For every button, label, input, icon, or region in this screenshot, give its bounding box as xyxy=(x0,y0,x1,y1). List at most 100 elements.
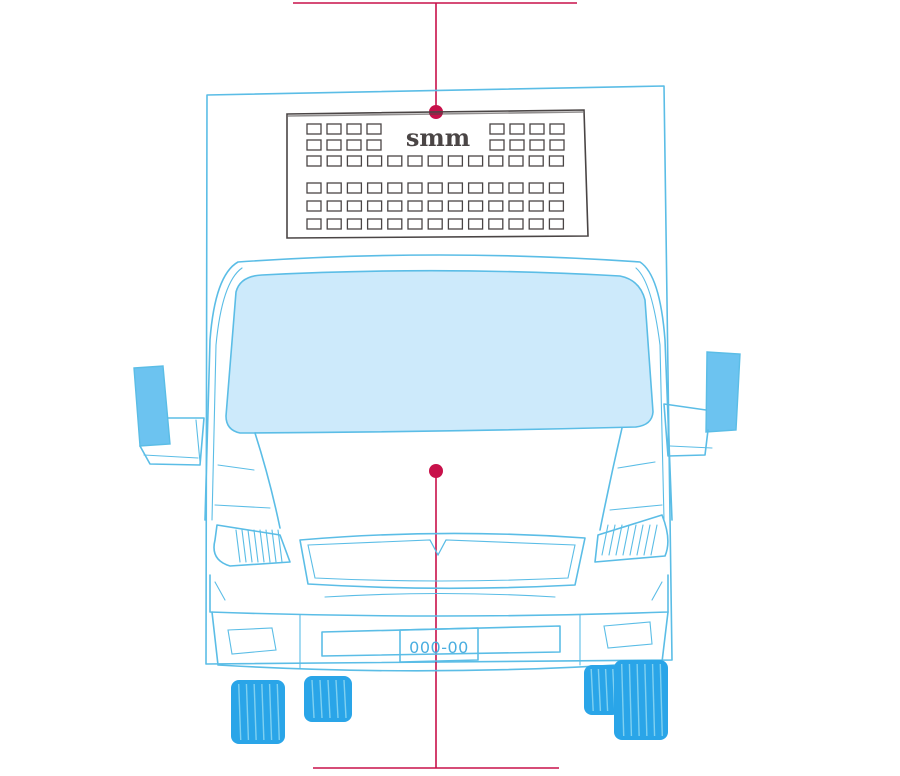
sign-cell xyxy=(447,218,464,230)
sign-cell xyxy=(489,123,505,135)
sign-cell xyxy=(467,200,484,212)
sign-cell xyxy=(509,123,525,135)
sign-cell xyxy=(508,182,524,194)
sign-cell xyxy=(427,200,443,212)
sign-cell xyxy=(346,200,363,212)
tread-line xyxy=(261,683,265,741)
sign-cell xyxy=(387,182,403,194)
tread-line xyxy=(604,668,609,712)
sign-cell xyxy=(306,155,322,167)
grille xyxy=(299,532,586,590)
wheel-rear-left xyxy=(304,676,352,722)
sign-cell xyxy=(366,182,383,194)
sign-cell xyxy=(528,155,544,167)
wheel-front-left xyxy=(231,680,285,744)
tread-line xyxy=(319,679,323,719)
sign-cell xyxy=(508,218,524,230)
sign-cell xyxy=(346,123,362,135)
sign-cell xyxy=(488,218,504,230)
sign-cell xyxy=(326,200,342,212)
sign-cell xyxy=(346,139,362,151)
sign-cell xyxy=(306,139,322,151)
sign-cell xyxy=(346,155,363,167)
sign-cell xyxy=(346,218,363,230)
sign-cell xyxy=(549,139,565,151)
sign-cell xyxy=(427,182,443,194)
headlight-hatch xyxy=(608,524,616,556)
sign-cell xyxy=(387,218,403,230)
tread-line xyxy=(659,663,663,737)
sign-cell xyxy=(548,182,565,194)
sign-cell xyxy=(407,155,423,167)
sign-cell xyxy=(548,155,565,167)
sign-cell xyxy=(407,200,423,212)
tread-line xyxy=(268,683,273,741)
tread-line xyxy=(597,668,602,712)
sign-cell xyxy=(326,139,342,151)
tread-line xyxy=(335,679,339,719)
sign-cell xyxy=(488,182,504,194)
headlight-hatch xyxy=(235,529,241,563)
sign-cell xyxy=(467,155,484,167)
headlight-hatch xyxy=(643,524,651,556)
right-headlight xyxy=(594,514,669,563)
headlight-hatch xyxy=(253,529,259,563)
headlight-hatch xyxy=(277,529,283,563)
tread-line xyxy=(276,683,280,741)
sign-cell xyxy=(467,182,484,194)
windshield xyxy=(225,269,654,434)
wheel-rear-right xyxy=(584,665,620,715)
tread-line xyxy=(590,668,594,712)
sign-cell xyxy=(427,155,443,167)
sign-panel: smm xyxy=(286,109,589,239)
sign-cell xyxy=(306,200,322,212)
sign-cell xyxy=(467,218,484,230)
headlight-hatch xyxy=(650,524,658,556)
sign-cell xyxy=(306,182,322,194)
center-marker xyxy=(293,2,577,119)
sign-cell xyxy=(306,218,322,230)
left-mirror xyxy=(133,365,205,466)
tread-line xyxy=(253,683,257,741)
headlight-hatch xyxy=(629,524,637,556)
tread-line xyxy=(327,679,331,719)
sign-logo: smm xyxy=(406,123,470,152)
sign-cell xyxy=(528,182,544,194)
sign-cell xyxy=(326,218,342,230)
headlight-hatch xyxy=(241,529,247,563)
tread-line xyxy=(628,663,633,737)
headlight-hatch xyxy=(601,524,609,556)
sign-cell xyxy=(489,139,505,151)
license-plate: 000-00 xyxy=(321,625,561,663)
sign-cell xyxy=(528,218,544,230)
wheel-front-right xyxy=(614,660,668,740)
sign-cell xyxy=(326,182,342,194)
headlight-hatch xyxy=(622,524,630,556)
tread-line xyxy=(311,679,315,719)
headlight-hatch xyxy=(615,524,623,556)
sign-cell xyxy=(326,155,342,167)
wheels xyxy=(231,660,668,744)
sign-cell xyxy=(548,200,565,212)
sign-cell xyxy=(306,123,322,135)
sign-cell xyxy=(447,155,464,167)
headlight-hatch xyxy=(271,529,277,563)
sign-cell xyxy=(509,139,525,151)
cab xyxy=(204,254,673,521)
sign-cell xyxy=(407,218,423,230)
tread-line xyxy=(644,663,648,737)
sign-cell xyxy=(548,218,565,230)
sign-cell xyxy=(366,155,383,167)
headlight-hatch xyxy=(636,524,644,556)
sign-cell xyxy=(529,123,545,135)
headlight-hatch xyxy=(247,529,253,563)
sign-cell xyxy=(326,123,342,135)
sign-cell xyxy=(549,123,565,135)
plate-text: 000-00 xyxy=(409,638,469,657)
tread-line xyxy=(636,663,640,737)
headlight-hatch xyxy=(265,529,271,563)
sign-cell xyxy=(447,182,464,194)
tread-line xyxy=(238,683,242,741)
sign-cell xyxy=(488,155,504,167)
